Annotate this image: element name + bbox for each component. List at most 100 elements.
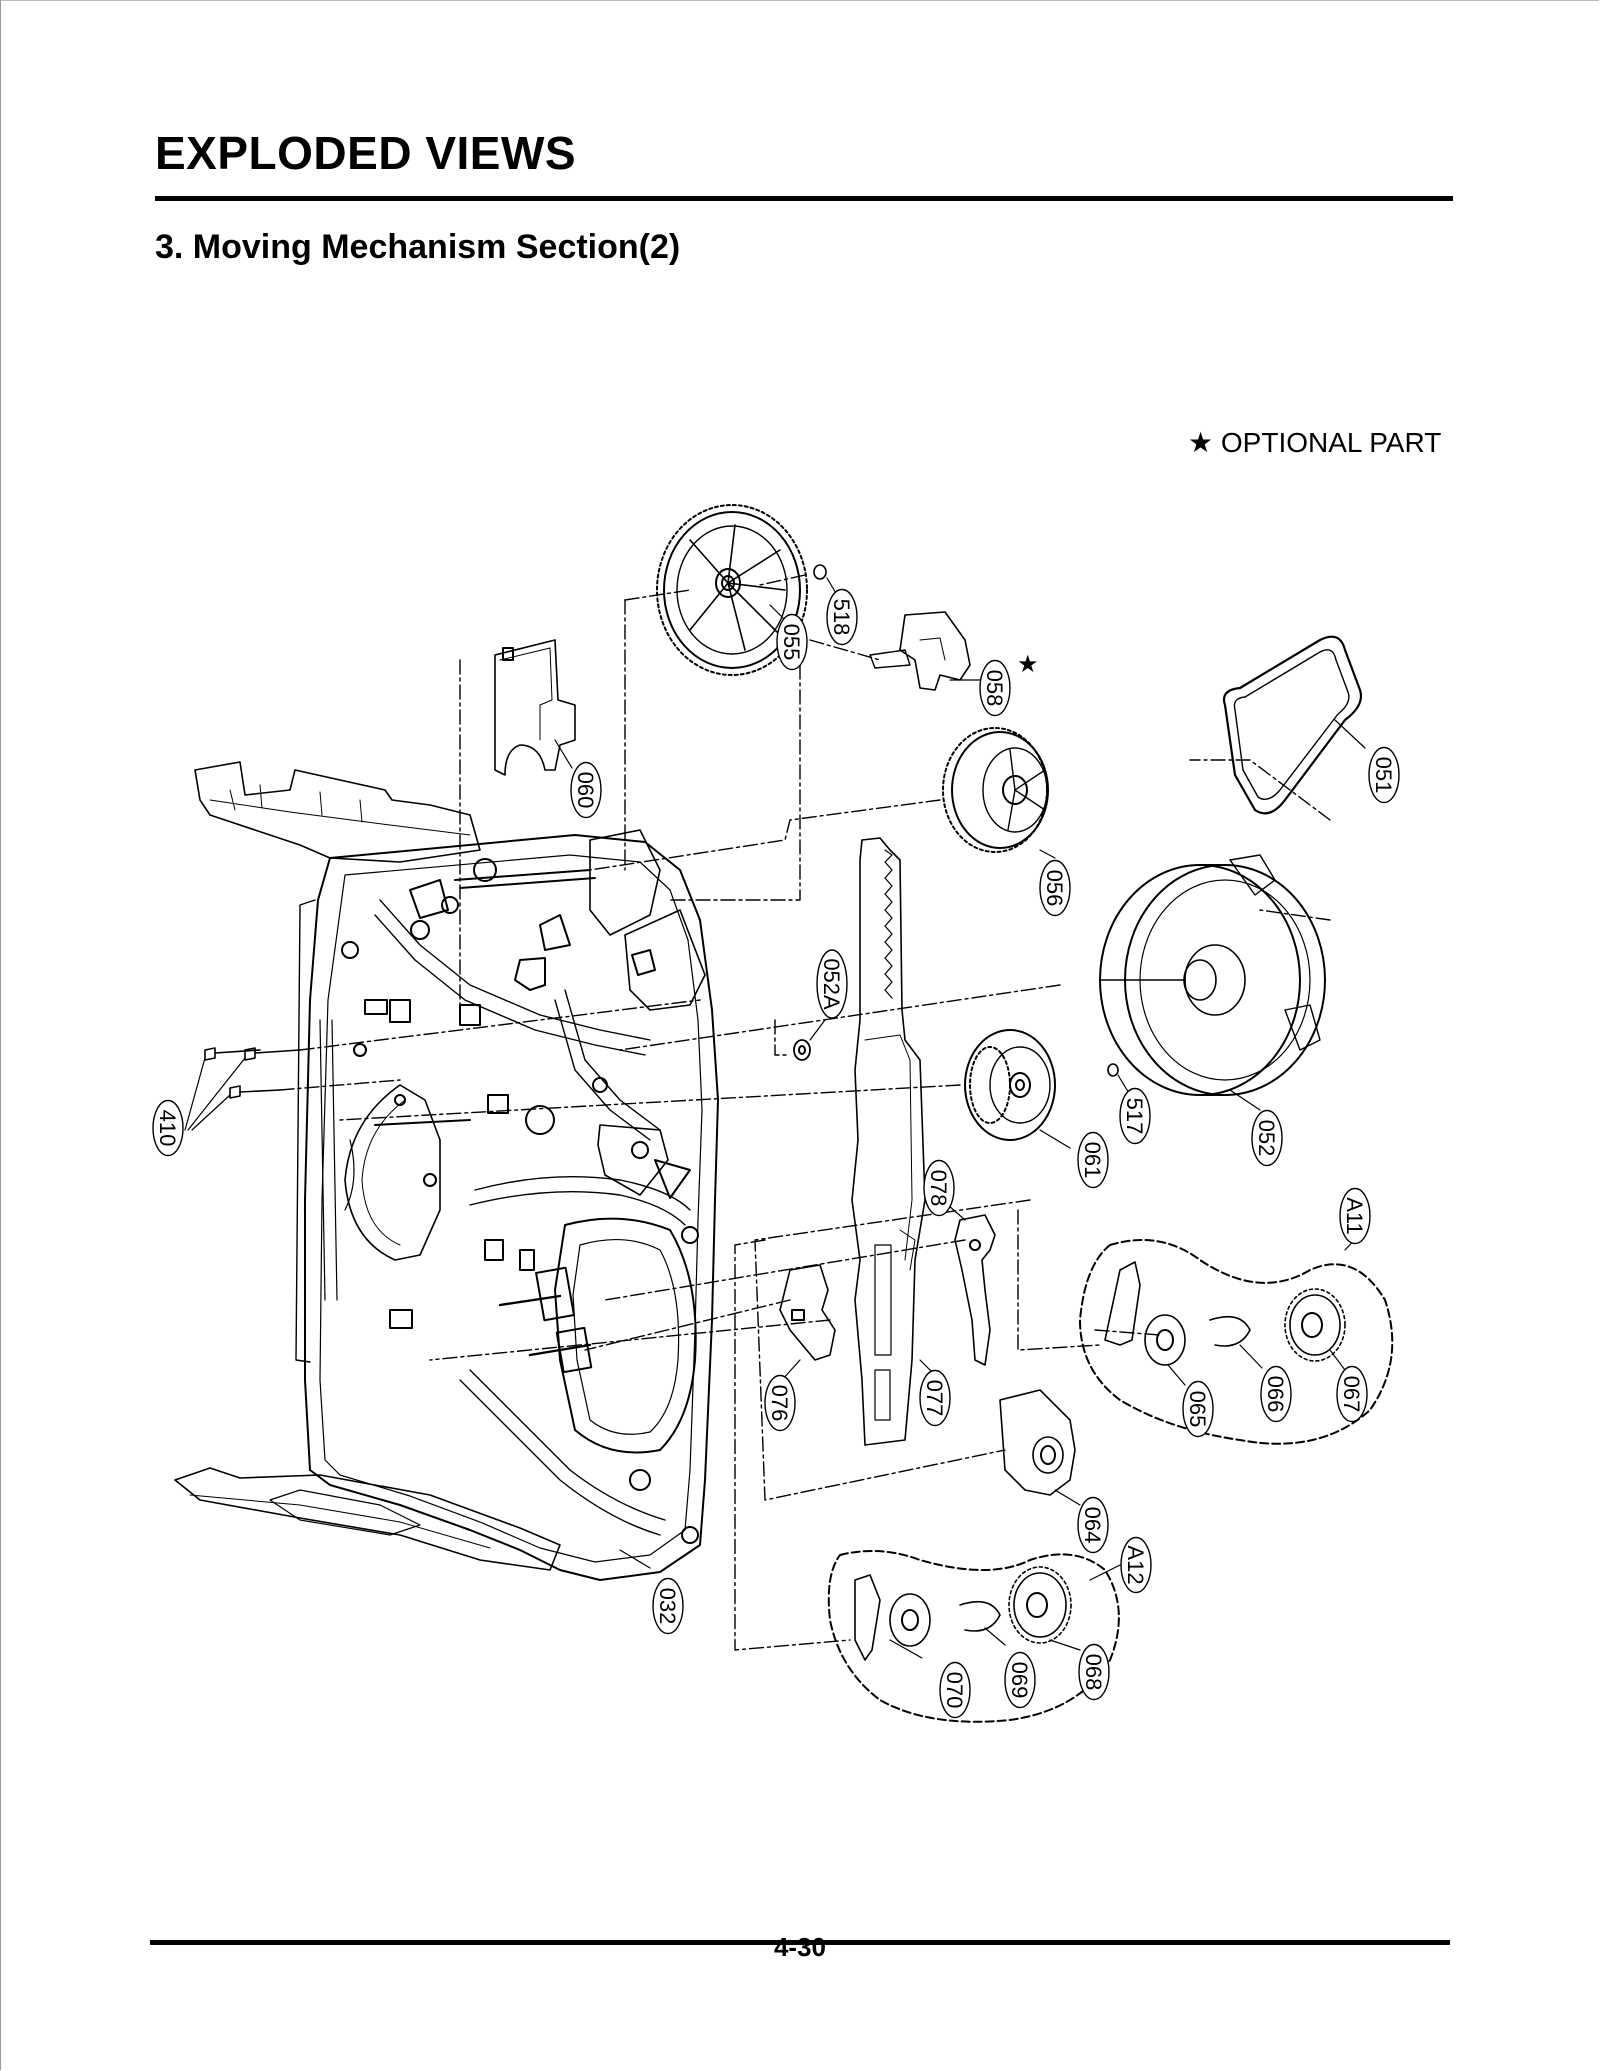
callout-text: 070: [942, 1672, 967, 1709]
callout-A12: A12: [1120, 1536, 1152, 1594]
callout-bubble: [1182, 1380, 1214, 1438]
callout-text: 055: [779, 624, 804, 661]
callout-058: 058: [979, 659, 1011, 717]
callout-bubble: [939, 1661, 971, 1719]
nut-052A: [793, 1039, 811, 1061]
callout-055: 055: [776, 613, 808, 671]
callout-text: 518: [829, 599, 854, 636]
callout-text: 061: [1080, 1142, 1105, 1179]
page-number-text: 4-30: [773, 1932, 827, 1962]
callout-bubble: [1078, 1643, 1110, 1701]
callout-text: 077: [922, 1380, 947, 1417]
optional-part-note: ★ OPTIONAL PART: [1188, 427, 1442, 458]
assembly-A11-outline: [1079, 1239, 1394, 1445]
callout-069: 069: [1004, 1651, 1036, 1709]
callout-410: 410: [152, 1099, 184, 1157]
callout-bubble: [1368, 746, 1400, 804]
callout-032: 032: [652, 1577, 684, 1635]
callout-052A: 052A: [816, 949, 848, 1019]
page-number: 4-30: [0, 1932, 1600, 1963]
callout-A11: A11: [1339, 1187, 1371, 1245]
callout-bubble: [764, 1374, 796, 1432]
callout-517: 517: [1119, 1087, 1151, 1145]
section-title: 3. Moving Mechanism Section(2): [155, 228, 681, 266]
callout-bubble: [1120, 1536, 1152, 1594]
callout-065: 065: [1182, 1380, 1214, 1438]
callout-bubble: [1077, 1496, 1109, 1554]
callout-076: 076: [764, 1374, 796, 1432]
callout-bubble: [816, 949, 848, 1019]
assembly-A12-outline: [827, 1550, 1120, 1723]
callout-bubble: [1339, 1187, 1371, 1245]
callout-text: A11: [1342, 1197, 1367, 1235]
callout-bubble: [152, 1099, 184, 1157]
callout-056: 056: [1039, 859, 1071, 917]
lever-076: [779, 1264, 836, 1361]
callout-060: 060: [570, 761, 602, 819]
callout-text: 410: [155, 1110, 180, 1147]
callout-bubble: [570, 761, 602, 819]
screws-410: [204, 1047, 301, 1099]
callout-bubble: [652, 1577, 684, 1635]
callout-bubble: [1119, 1087, 1151, 1145]
part-058-optional: [869, 611, 971, 691]
callout-text: 032: [655, 1588, 680, 1625]
callout-bubble: [826, 588, 858, 646]
clutch-gear-061: [964, 1029, 1056, 1141]
callout-078: 078: [923, 1159, 955, 1217]
callout-bubble: [776, 613, 808, 671]
callout-text: 066: [1263, 1376, 1288, 1413]
callout-text: 068: [1081, 1654, 1106, 1691]
callout-text: 078: [926, 1170, 951, 1207]
callout-bubble: [923, 1159, 955, 1217]
callout-text: 517: [1122, 1098, 1147, 1135]
pulley-052: [1099, 854, 1326, 1096]
callout-070: 070: [939, 1661, 971, 1719]
washer-518: [813, 564, 827, 580]
footer-rule: [150, 1940, 1450, 1945]
callout-051: 051: [1368, 746, 1400, 804]
callout-labels: 518 055 058 060 051 056 052A 052 517 061 410 078A11…: [152, 588, 1400, 1719]
callout-text: 058: [982, 670, 1007, 707]
callout-052: 052: [1251, 1109, 1283, 1167]
callout-text: 065: [1185, 1391, 1210, 1428]
callout-bubble: [1039, 859, 1071, 917]
callout-077: 077: [919, 1369, 951, 1427]
optional-star-marker: ★: [1017, 650, 1039, 678]
bracket-060: [494, 639, 576, 776]
leader-lines: [184, 577, 1366, 1659]
callout-text: 069: [1007, 1662, 1032, 1699]
callout-068: 068: [1078, 1643, 1110, 1701]
slide-plate-077: [851, 837, 926, 1446]
arm-078: [954, 1214, 996, 1366]
assembly-guide-lines: [279, 574, 1331, 1651]
callout-061: 061: [1077, 1131, 1109, 1189]
callout-067: 067: [1336, 1365, 1368, 1423]
callout-bubble: [979, 659, 1011, 717]
callout-text: 060: [573, 772, 598, 809]
washer-517: [1107, 1063, 1119, 1077]
callout-064: 064: [1077, 1496, 1109, 1554]
callout-text: 067: [1339, 1376, 1364, 1413]
callout-bubble: [1251, 1109, 1283, 1167]
callout-text: 052A: [819, 958, 844, 1010]
callout-text: 056: [1042, 870, 1067, 907]
header-rule: [155, 196, 1453, 201]
callout-bubble: [1260, 1365, 1292, 1423]
callout-text: 051: [1371, 757, 1396, 794]
callout-text: 052: [1254, 1120, 1279, 1157]
main-chassis-032: [174, 761, 719, 1581]
cam-064: [999, 1389, 1076, 1496]
page-title: EXPLODED VIEWS: [155, 127, 577, 179]
callout-bubble: [1077, 1131, 1109, 1189]
belt-051: [1222, 635, 1363, 815]
callout-bubble: [919, 1369, 951, 1427]
callout-text: A12: [1123, 1545, 1148, 1584]
callout-bubble: [1336, 1365, 1368, 1423]
callout-text: 064: [1080, 1507, 1105, 1544]
callout-bubble: [1004, 1651, 1036, 1709]
gear-055: [656, 504, 808, 676]
gear-056: [942, 727, 1049, 853]
